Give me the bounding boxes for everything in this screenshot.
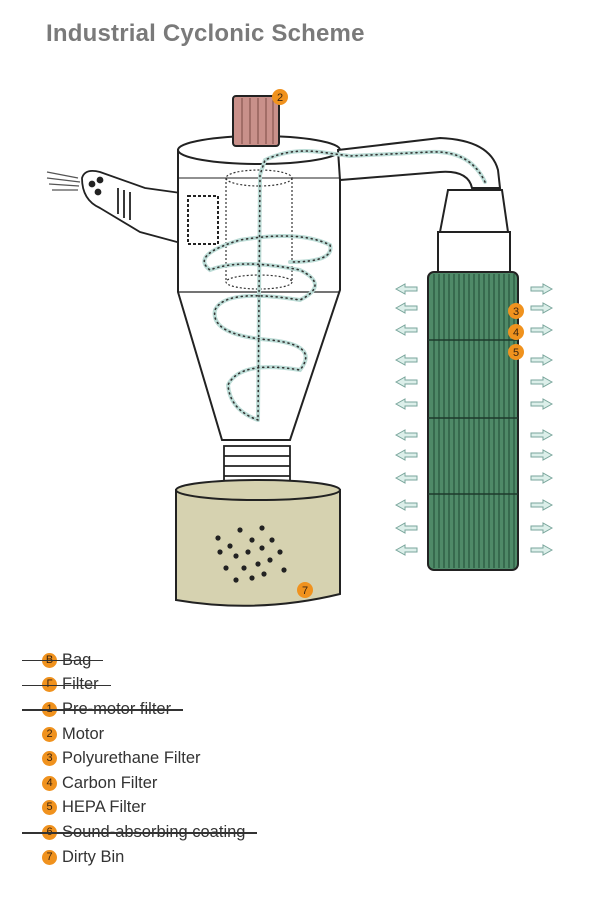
diagram-title: Industrial Cyclonic Scheme <box>46 20 365 47</box>
filter-badge-4: 4 <box>508 324 524 340</box>
arrow-right-icon <box>530 429 554 441</box>
filter-badge-5: 5 <box>508 344 524 360</box>
arrow-right-icon <box>530 398 554 410</box>
legend-badge: 7 <box>42 849 57 865</box>
arrow-left-icon <box>394 398 418 410</box>
legend: BBagГFilter1Pre-motor filter 2 Motor 3 Polyu… <box>22 648 352 869</box>
legend-label: Filter <box>62 675 99 694</box>
legend-item: 6Sound-absorbing coating <box>22 820 352 845</box>
arrow-left-icon <box>394 499 418 511</box>
airflow-dots <box>203 150 486 421</box>
arrow-right-icon <box>530 376 554 388</box>
inlet-nozzle <box>81 169 189 247</box>
cyclone-diagram: 2 7 3 4 5 <box>46 89 554 607</box>
arrow-left-icon <box>394 429 418 441</box>
strikethrough-line <box>22 709 183 711</box>
legend-badge: 5 <box>42 800 57 816</box>
svg-text:5: 5 <box>513 347 519 359</box>
arrow-right-icon <box>530 522 554 534</box>
arrow-left-icon <box>394 522 418 534</box>
arrow-right-icon <box>530 499 554 511</box>
arrow-left-icon <box>394 376 418 388</box>
arrow-left-icon <box>394 283 418 295</box>
exhaust-arrows <box>394 283 554 556</box>
legend-item: BBag <box>22 648 352 673</box>
legend-item: 4 Carbon Filter <box>22 771 352 796</box>
arrow-right-icon <box>530 302 554 314</box>
svg-text:2: 2 <box>277 92 283 104</box>
legend-label: Dirty Bin <box>62 847 125 866</box>
arrow-left-icon <box>394 449 418 461</box>
arrow-left-icon <box>394 354 418 366</box>
arrow-right-icon <box>530 283 554 295</box>
legend-label: Polyurethane Filter <box>62 749 201 768</box>
legend-label: Sound-absorbing coating <box>62 822 246 841</box>
legend-item: 7 Dirty Bin <box>22 845 352 870</box>
svg-text:3: 3 <box>513 306 519 318</box>
legend-badge: 4 <box>42 775 57 791</box>
legend-label: Motor <box>62 724 105 743</box>
legend-item: 5 HEPA Filter <box>22 796 352 821</box>
bin-dust-particles <box>215 525 287 583</box>
arrow-right-icon <box>530 544 554 556</box>
dirty-bin <box>175 479 341 607</box>
legend-badge: 3 <box>42 751 57 767</box>
legend-item: 2 Motor <box>22 722 352 747</box>
arrow-right-icon <box>530 449 554 461</box>
strikethrough-line <box>22 832 257 834</box>
arrow-left-icon <box>394 544 418 556</box>
svg-text:7: 7 <box>302 585 308 597</box>
arrow-left-icon <box>394 472 418 484</box>
legend-label: Pre-motor filter <box>62 699 172 718</box>
arrow-right-icon <box>530 324 554 336</box>
arrow-left-icon <box>394 302 418 314</box>
legend-label: Carbon Filter <box>62 773 158 792</box>
filter-number-badges: 3 4 5 <box>508 303 524 360</box>
legend-label: Bag <box>62 650 92 669</box>
legend-badge: 2 <box>42 726 57 742</box>
svg-text:4: 4 <box>513 327 519 339</box>
outlet-duct <box>336 136 511 281</box>
strikethrough-line <box>22 660 103 662</box>
filter-badge-3: 3 <box>508 303 524 319</box>
arrow-left-icon <box>394 324 418 336</box>
motor-number-badge: 2 <box>272 89 288 105</box>
strikethrough-line <box>22 684 111 686</box>
legend-item: 1Pre-motor filter <box>22 697 352 722</box>
dust-intake-icon <box>46 171 81 191</box>
filter-cartridge <box>427 271 519 571</box>
motor <box>232 95 280 147</box>
arrow-right-icon <box>530 472 554 484</box>
legend-label: HEPA Filter <box>62 798 147 817</box>
legend-item: 3 Polyurethane Filter <box>22 746 352 771</box>
arrow-right-icon <box>530 354 554 366</box>
bin-number-badge: 7 <box>297 582 313 598</box>
legend-item: ГFilter <box>22 673 352 698</box>
